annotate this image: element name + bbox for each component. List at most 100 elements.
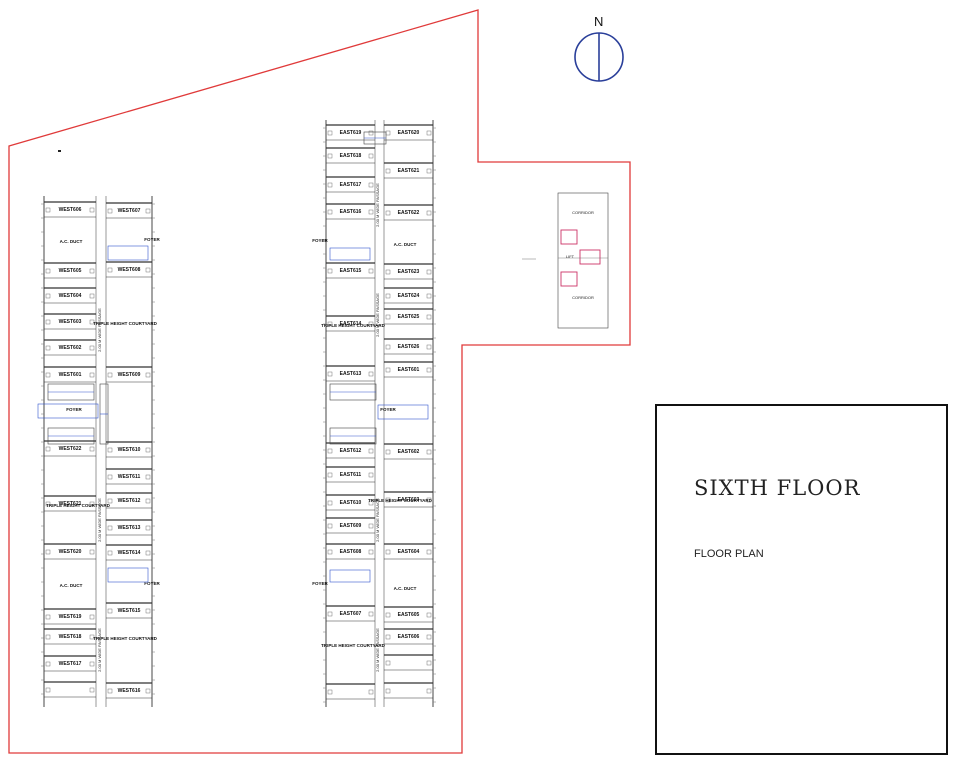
fixture-mark <box>145 372 151 378</box>
fixture-mark <box>327 209 333 215</box>
fixture-mark <box>327 500 333 506</box>
room-label: WEST614 <box>118 550 141 556</box>
fixture-mark <box>426 634 432 640</box>
fixture-mark <box>385 612 391 618</box>
fixture-mark <box>368 472 374 478</box>
fixture-mark <box>145 688 151 694</box>
fixture-mark <box>385 634 391 640</box>
fixture-mark <box>89 687 95 693</box>
room-label: WEST611 <box>118 474 141 480</box>
room-label: EAST625 <box>398 314 420 320</box>
room-label: WEST619 <box>59 614 82 620</box>
room-label: EAST606 <box>398 634 420 640</box>
fixture-mark <box>45 661 51 667</box>
fixture-mark <box>327 448 333 454</box>
room-label: EAST623 <box>398 269 420 275</box>
core-lift-box <box>579 249 601 265</box>
fixture-mark <box>426 293 432 299</box>
west-wing: WEST606WEST605WEST604WEST603WEST602WEST6… <box>37 196 160 707</box>
room-label: EAST602 <box>398 449 420 455</box>
foyer-label: FOYER <box>312 581 328 586</box>
fixture-mark <box>89 446 95 452</box>
courtyard-label: TRIPLE HEIGHT COURTYARD <box>321 323 386 328</box>
fixture-mark <box>368 209 374 215</box>
fixture-mark <box>385 168 391 174</box>
foyer-label: FOYER <box>144 581 160 586</box>
fixture-mark <box>385 449 391 455</box>
fixture-mark <box>368 321 374 327</box>
fixture-mark <box>89 268 95 274</box>
foyer-box <box>107 245 149 261</box>
fixture-mark <box>145 550 151 556</box>
fixture-mark <box>426 688 432 694</box>
fixture-mark <box>45 207 51 213</box>
fixture-mark <box>426 314 432 320</box>
room-label: WEST620 <box>59 549 82 555</box>
room-label: WEST618 <box>59 634 82 640</box>
fixture-mark <box>45 687 51 693</box>
foyer-box <box>107 567 149 583</box>
fixture-mark <box>107 525 113 531</box>
fixture-mark <box>45 372 51 378</box>
foyer-label: FOYER <box>380 407 396 412</box>
fixture-mark <box>426 168 432 174</box>
room-label: EAST626 <box>398 344 420 350</box>
fixture-mark <box>327 689 333 695</box>
fixture-mark <box>426 660 432 666</box>
room-label: WEST621 <box>59 501 82 507</box>
fixture-mark <box>368 130 374 136</box>
fixture-mark <box>45 549 51 555</box>
fixture-mark <box>385 660 391 666</box>
fixture-mark <box>327 182 333 188</box>
core-room-pink <box>560 271 578 287</box>
room-label: EAST605 <box>398 612 420 618</box>
room-label: EAST601 <box>398 367 420 373</box>
fixture-mark <box>368 153 374 159</box>
courtyard-label: TRIPLE HEIGHT COURTYARD <box>368 498 433 503</box>
room-label: EAST619 <box>340 130 362 136</box>
fixture-mark <box>327 371 333 377</box>
fixture-mark <box>385 497 391 503</box>
fixture-mark <box>89 372 95 378</box>
fixture-mark <box>145 474 151 480</box>
fixture-mark <box>426 367 432 373</box>
room-label: WEST609 <box>118 372 141 378</box>
room-label: EAST620 <box>398 130 420 136</box>
fixture-mark <box>45 293 51 299</box>
courtyard-label: TRIPLE HEIGHT COURTYARD <box>46 503 111 508</box>
passage-label: 2.00 M WIDE PASSAGE <box>97 498 102 542</box>
foyer-box <box>377 404 429 420</box>
room-label: EAST608 <box>340 549 362 555</box>
fixture-mark <box>327 472 333 478</box>
room-label: WEST617 <box>59 661 82 667</box>
fixture-mark <box>89 345 95 351</box>
marker-dot <box>58 150 61 152</box>
ac-duct-label: A.C. DUCT <box>394 242 417 247</box>
fixture-mark <box>327 523 333 529</box>
fixture-mark <box>385 367 391 373</box>
fixture-mark <box>45 319 51 325</box>
fixture-mark <box>368 448 374 454</box>
fixture-mark <box>89 293 95 299</box>
fixture-mark <box>145 608 151 614</box>
fixture-mark <box>45 268 51 274</box>
fixture-mark <box>327 321 333 327</box>
room-label: EAST609 <box>340 523 362 529</box>
courtyard-label: TRIPLE HEIGHT COURTYARD <box>93 321 158 326</box>
fixture-mark <box>89 319 95 325</box>
fixture-mark <box>327 268 333 274</box>
fixture-mark <box>385 549 391 555</box>
passage-label: 2.00 M WIDE PASSAGE <box>375 628 380 672</box>
fixture-mark <box>368 689 374 695</box>
ac-duct-label: A.C. DUCT <box>60 239 83 244</box>
fixture-mark <box>426 344 432 350</box>
fixture-mark <box>107 550 113 556</box>
fixture-mark <box>145 267 151 273</box>
fixture-mark <box>368 549 374 555</box>
fixture-mark <box>145 498 151 504</box>
room-label: EAST618 <box>340 153 362 159</box>
fixture-mark <box>89 549 95 555</box>
passage-label: 2.00 M WIDE PASSAGE <box>97 628 102 672</box>
